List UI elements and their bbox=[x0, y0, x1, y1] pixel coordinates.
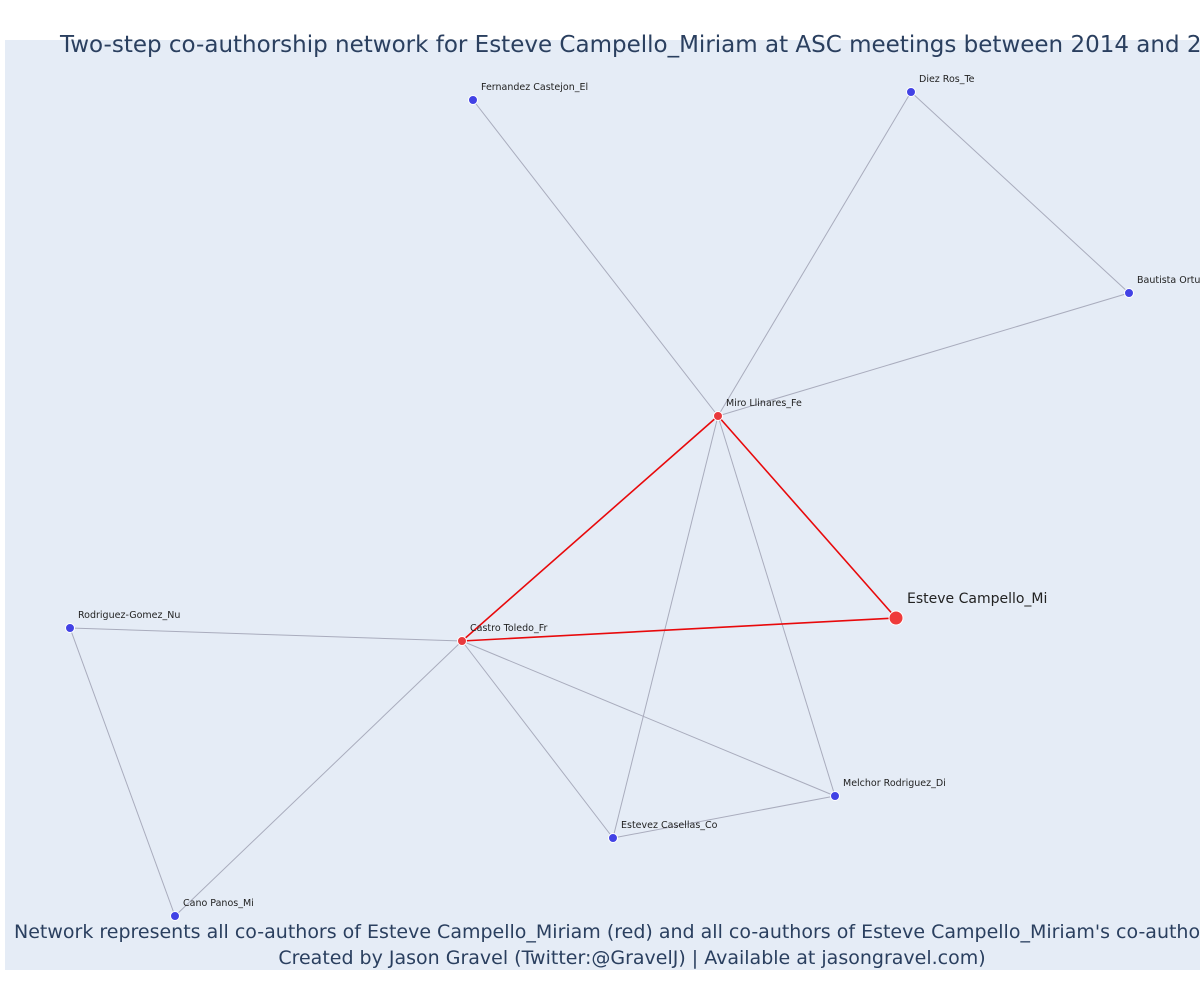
caption-line-1: Network represents all co-authors of Est… bbox=[14, 921, 1200, 943]
edge-miro-castro bbox=[461, 415, 719, 642]
edge-miro-diez bbox=[717, 91, 912, 417]
node-esteve[interactable] bbox=[888, 610, 904, 626]
edge-miro-fernandez bbox=[472, 99, 719, 417]
edge-miro-melchor bbox=[717, 415, 836, 797]
edge-castro-esteve bbox=[461, 617, 897, 642]
node-label-miro: Miro Llinares_Fe bbox=[726, 398, 802, 409]
node-label-cano: Cano Panos_Mi bbox=[183, 898, 254, 909]
nodes-layer bbox=[65, 87, 1134, 921]
edge-miro-esteve bbox=[717, 415, 897, 619]
labels-layer: Esteve Campello_Mi Miro Llinares_FeCastro… bbox=[78, 74, 1200, 909]
edges-layer bbox=[69, 91, 1130, 917]
node-label-diez: Diez Ros_Te bbox=[919, 74, 975, 85]
node-bautista[interactable] bbox=[1124, 288, 1134, 298]
node-label-melchor: Melchor Rodriguez_Di bbox=[843, 778, 946, 789]
node-fernandez[interactable] bbox=[468, 95, 478, 105]
edge-castro-cano bbox=[174, 640, 463, 917]
edge-estevez-melchor bbox=[612, 795, 836, 839]
plot-area bbox=[5, 40, 1200, 970]
node-diez[interactable] bbox=[906, 87, 916, 97]
edge-miro-estevez bbox=[612, 415, 719, 839]
node-label-estevez: Estevez Casellas_Co bbox=[621, 820, 718, 831]
edge-diez-bautista bbox=[910, 91, 1130, 294]
node-cano[interactable] bbox=[170, 911, 180, 921]
node-melchor[interactable] bbox=[830, 791, 840, 801]
caption-line-2: Created by Jason Gravel (Twitter:@Gravel… bbox=[278, 947, 985, 969]
node-label-fernandez: Fernandez Castejon_El bbox=[481, 82, 588, 93]
node-estevez[interactable] bbox=[608, 833, 618, 843]
chart-title: Two-step co-authorship network for Estev… bbox=[59, 32, 1200, 58]
node-castro[interactable] bbox=[457, 636, 467, 646]
node-miro[interactable] bbox=[713, 411, 723, 421]
edge-rodriguez-cano bbox=[69, 627, 176, 917]
node-label-castro: Castro Toledo_Fr bbox=[470, 623, 548, 634]
node-label-bautista: Bautista Ortu bbox=[1137, 275, 1200, 286]
node-label-esteve: Esteve Campello_Mi bbox=[907, 591, 1047, 607]
node-label-rodriguez: Rodriguez-Gomez_Nu bbox=[78, 610, 180, 621]
edge-castro-rodriguez bbox=[69, 627, 463, 642]
edge-castro-estevez bbox=[461, 640, 614, 839]
node-rodriguez[interactable] bbox=[65, 623, 75, 633]
edge-miro-bautista bbox=[717, 292, 1130, 417]
edge-castro-melchor bbox=[461, 640, 836, 797]
